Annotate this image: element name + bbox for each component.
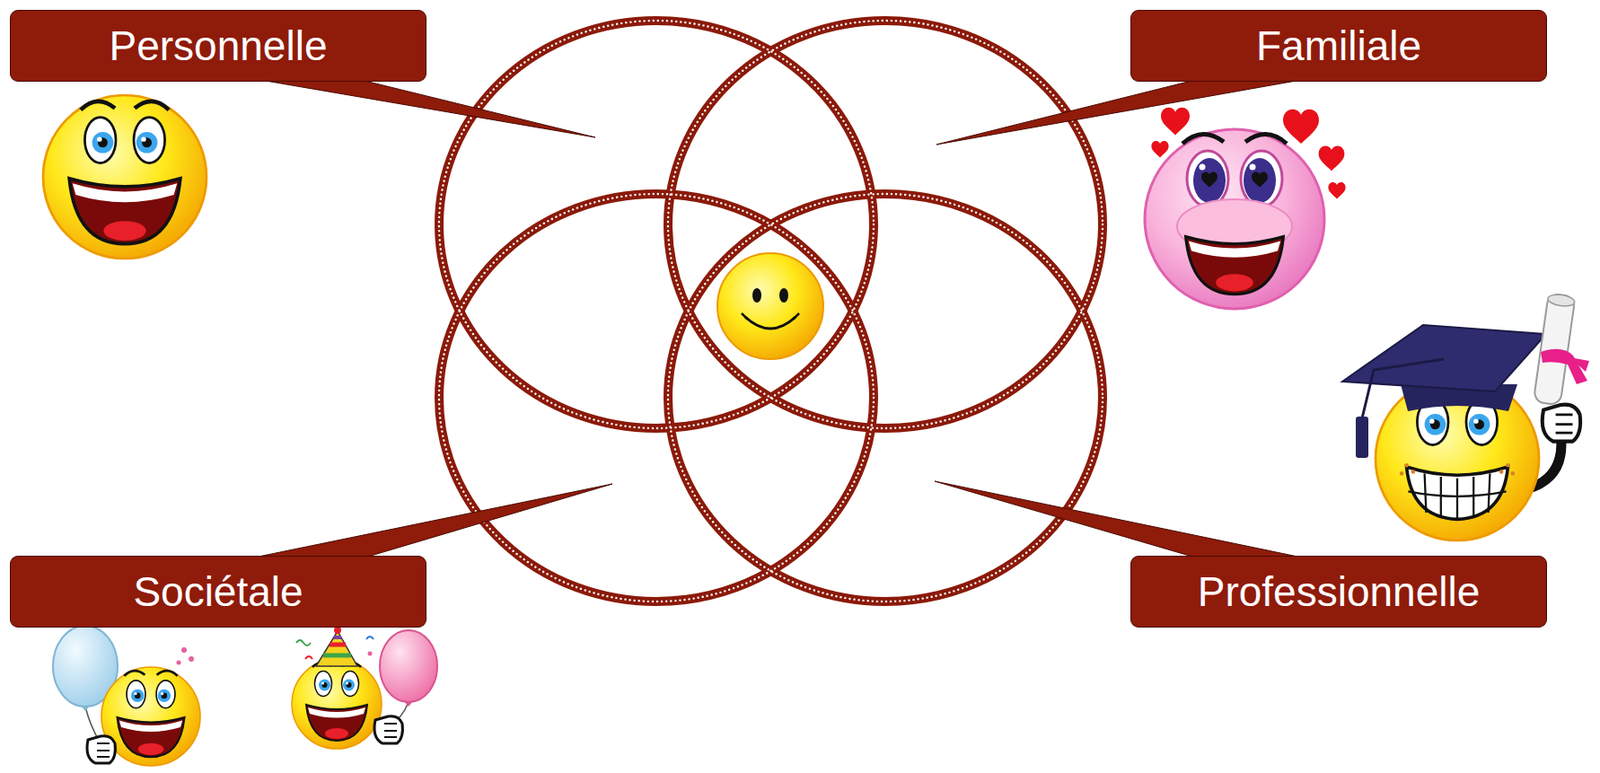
callout-box: Familiale: [1130, 9, 1548, 82]
graduate-smiley: [1342, 293, 1590, 541]
callout-box: Sociétale: [9, 555, 427, 628]
party-smiley: [291, 626, 438, 749]
callout-tails: [249, 79, 1307, 559]
center-smiley: [717, 253, 824, 360]
overlap-rings: [439, 20, 1103, 602]
callout-label: Personnelle: [109, 23, 328, 70]
callout-box: Professionnelle: [1130, 555, 1548, 628]
happy-smiley: [43, 95, 207, 259]
callout-label: Professionnelle: [1197, 569, 1481, 616]
callout-label: Familiale: [1256, 23, 1422, 70]
love-smiley: [1144, 107, 1346, 309]
callout-label: Sociétale: [132, 569, 303, 616]
balloon-smiley: [52, 625, 201, 766]
callout-box: Personnelle: [9, 9, 427, 82]
